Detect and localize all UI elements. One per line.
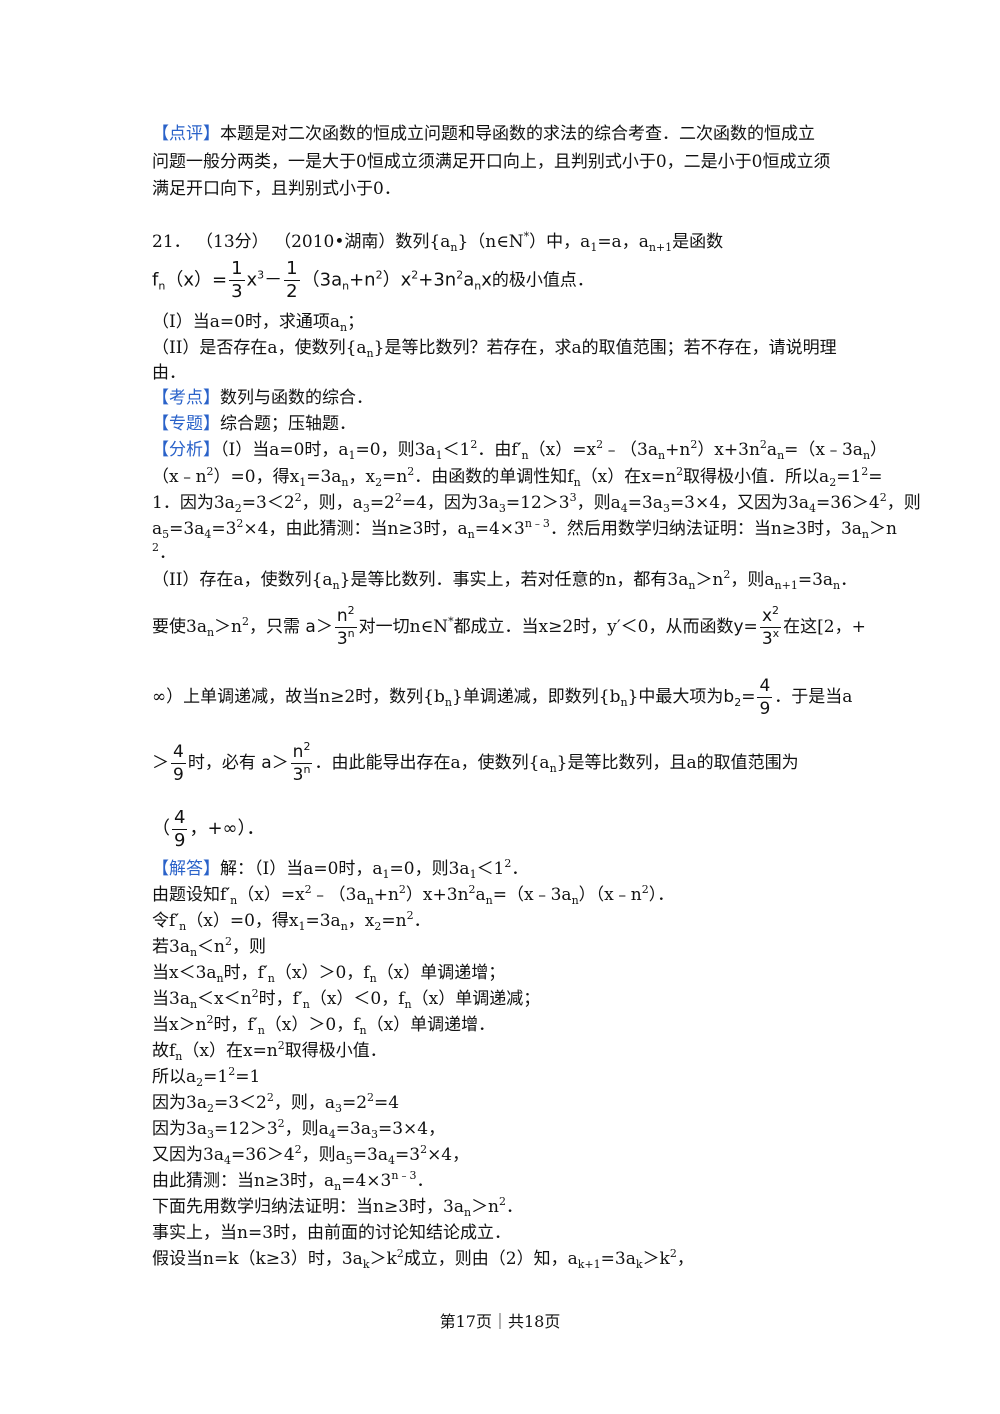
review-text-2: 问题一般分两类，一是大于0恒成立须满足开口向上，且判别式小于0，二是小于0恒成立… xyxy=(152,152,831,172)
solution-line-7: 当x＞n2时，f′n（x）＞0，fn（x）单调递增． xyxy=(152,1013,496,1037)
solution-tag: 【解答】 xyxy=(152,859,220,879)
stem-part-5: 是函数 xyxy=(672,232,724,252)
analysis-line-1: 【分析】（I）当a=0时，a1=0，则3a1＜12．由f′n（x）=x2﹣（3a… xyxy=(152,438,888,462)
review-line-1: 【点评】本题是对二次函数的恒成立问题和导函数的求法的综合考查．二次函数的恒成立 xyxy=(152,122,815,146)
q2-text-1b: }是等比数列？若存在，求a的取值范围；若不存在，请说明理 xyxy=(373,338,837,358)
solution-line-6: 当3an＜x＜n2时，f′n（x）＜0，fn（x）单调递减； xyxy=(152,987,541,1011)
solution-line-15: 事实上，当n=3时，由前面的讨论知结论成立． xyxy=(152,1223,512,1243)
zhuanti-tag: 【专题】 xyxy=(152,414,220,434)
analysis-8b: }单调递减，即数列{b xyxy=(451,687,621,707)
solution-line-4: 若3an＜n2，则 xyxy=(152,935,266,959)
interval-inf: +∞ xyxy=(207,818,238,839)
analysis-8c: }中最大项为 xyxy=(627,687,724,707)
solution-line-9: 所以a2=12=1 xyxy=(152,1065,261,1089)
review-line-3: 满足开口向下，且判别式小于0． xyxy=(152,177,401,201)
solution-line-10: 因为3a2=3＜22，则，a3=22=4 xyxy=(152,1091,400,1115)
solution-line-12: 又因为3a4=36＞42，则a5=3a4=32×4， xyxy=(152,1143,470,1167)
stem-part-1: 数列{a xyxy=(395,232,451,252)
stem-part-4: =a，a xyxy=(597,232,649,252)
page-footer: 第17页｜共18页 xyxy=(439,1312,561,1331)
question-2-line-1: （II）是否存在a，使数列{an}是等比数列？若存在，求a的取值范围；若不存在，… xyxy=(152,338,837,360)
solution-line-1: 【解答】解：（I）当a=0时，a1=0，则3a1＜12． xyxy=(152,857,529,881)
review-line-2: 问题一般分两类，一是大于0恒成立须满足开口向上，且判别式小于0，二是小于0恒成立… xyxy=(152,150,830,174)
solution-line-3: 令f′n（x）=0，得x1=3an，x2=n2． xyxy=(152,909,431,933)
problem-number: 21． xyxy=(152,232,191,252)
q2-text-1: （II）是否存在a，使数列{a xyxy=(152,338,367,358)
stem-part-3: ）中，a xyxy=(529,232,591,252)
function-tail: 的极小值点． xyxy=(491,270,594,291)
zhuanti-text: 综合题；压轴题． xyxy=(220,414,356,434)
stem-sup-star: * xyxy=(523,230,530,243)
kaodian-line: 【考点】数列与函数的综合． xyxy=(152,386,373,410)
analysis-line-6: （II）存在a，使数列{an}是等比数列．事实上，若对任意的n，都有3an＞n2… xyxy=(152,568,858,592)
kaodian-text: 数列与函数的综合． xyxy=(220,388,373,408)
question-1: （I）当a=0时，求通项an； xyxy=(152,312,365,334)
q1-text: （I）当a=0时，求通项a xyxy=(152,312,341,332)
solution-line-5: 当x＜3an时，f′n（x）＞0，fn（x）单调递增； xyxy=(152,963,506,985)
question-2-line-2: 由． xyxy=(152,361,186,385)
stem-sub-1: 1 xyxy=(590,241,598,254)
solution-line-2: 由题设知f′n（x）=x2﹣（3an+n2）x+3n2an=（x﹣3an）（x﹣… xyxy=(152,883,675,907)
solution-line-16: 假设当n=k（k≥3）时，3ak＞k2成立，则由（2）知，ak+1=3ak＞k2… xyxy=(152,1247,694,1271)
analysis-8d: ．于是当a xyxy=(774,687,853,707)
problem-score: （13分） xyxy=(196,232,269,252)
solution-line-8: 故fn（x）在x=n2取得极小值． xyxy=(152,1039,387,1063)
review-text-3: 满足开口向下，且判别式小于0． xyxy=(152,179,401,199)
solution-line-13: 由此猜测：当n≥3时，an=4×3n﹣3． xyxy=(152,1169,434,1193)
stem-sub-n1: n+1 xyxy=(648,241,673,254)
analysis-line-8: ∞）上单调递减，故当n≥2时，数列{bn}单调递减，即数列{bn}中最大项为b2… xyxy=(152,675,853,719)
problem-stem: 21． （13分） （2010•湖南）数列{an}（n∈N*）中，a1=a，an… xyxy=(152,230,723,254)
stem-sub-n: n xyxy=(450,241,458,254)
analysis-8a: 上单调递减，故当n≥2时，数列{b xyxy=(183,687,445,707)
review-tag: 【点评】 xyxy=(152,124,220,144)
solution-line-14: 下面先用数学归纳法证明：当n≥3时，3an＞n2． xyxy=(152,1195,524,1219)
stem-part-2: }（n∈N xyxy=(457,232,524,252)
problem-source: （2010•湖南） xyxy=(274,232,396,252)
analysis-tag: 【分析】 xyxy=(152,440,220,460)
q1-end: ； xyxy=(347,312,365,332)
analysis-line-4: a5=3a4=32×4，由此猜测：当n≥3时，an=4×3n﹣3．然后用数学归纳… xyxy=(152,517,897,541)
solution-line-11: 因为3a3=12＞32，则a4=3a3=3×4， xyxy=(152,1117,446,1141)
q2-text-2: 由． xyxy=(152,363,186,383)
analysis-line-3: 1．因为3a2=3＜22，则，a3=22=4，因为3a3=12＞33，则a4=3… xyxy=(152,491,921,515)
zhuanti-line: 【专题】综合题；压轴题． xyxy=(152,412,356,436)
analysis-line-2: （x﹣n2）=0，得x1=3an，x2=n2．由函数的单调性知fn（x）在x=n… xyxy=(152,465,883,489)
analysis-line-5: 2． xyxy=(152,541,176,563)
kaodian-tag: 【考点】 xyxy=(152,388,220,408)
review-text-1: 本题是对二次函数的恒成立问题和导函数的求法的综合考查．二次函数的恒成立 xyxy=(220,124,815,144)
